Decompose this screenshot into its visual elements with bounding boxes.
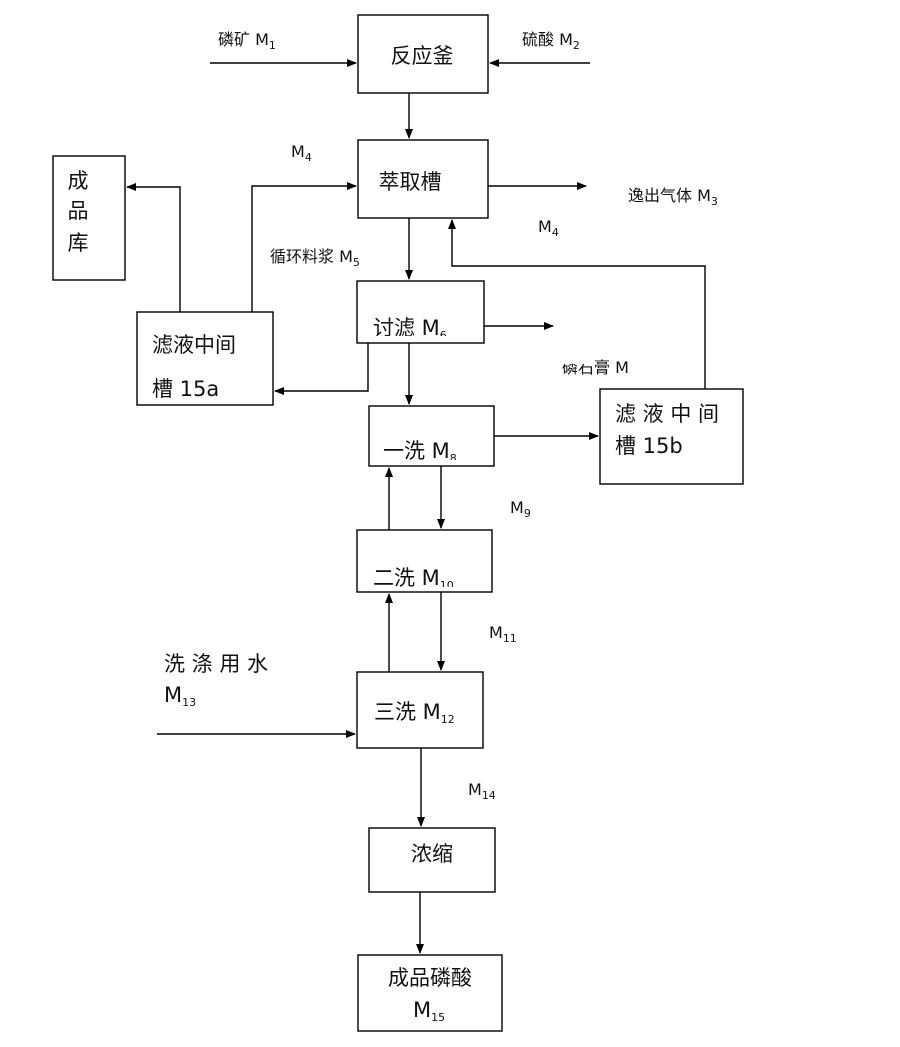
- m14-label: M14: [468, 780, 496, 802]
- m9-label-main: M: [510, 498, 524, 517]
- water-label-2-sub: 13: [182, 696, 196, 709]
- slurry-label-sub: 5: [353, 256, 360, 269]
- product-label-2: M15: [413, 998, 445, 1024]
- m11-label-main: M: [489, 623, 503, 642]
- rock-label-main: 磷矿 M: [218, 30, 269, 49]
- acid-label: 硫酸 M2: [522, 30, 580, 52]
- slurry-label: 循环料浆 M5: [270, 247, 360, 269]
- tank-b-label-1: 滤 液 中 间: [615, 402, 719, 426]
- svg-text:一洗 M8: 一洗 M8: [383, 439, 457, 465]
- svg-text:M4: M4: [291, 142, 312, 164]
- reactor-box: [357, 14, 489, 94]
- m14-label-sub: 14: [482, 789, 496, 802]
- gas-label-main: 逸出气体 M: [628, 186, 711, 205]
- svg-text:M11: M11: [489, 623, 517, 645]
- warehouse-label-1: 成: [68, 169, 89, 193]
- wash1-label-main: 一洗 M: [383, 439, 450, 463]
- water-label-2: M13: [164, 683, 196, 709]
- rock-label-sub: 1: [269, 39, 276, 52]
- m4-right-label-sub: 4: [552, 226, 559, 239]
- wash2-text-clip: [360, 587, 488, 591]
- tank-b-box: [599, 388, 744, 485]
- wash2-box: [356, 529, 493, 593]
- warehouse-box: [52, 155, 126, 281]
- gas-label-sub: 3: [711, 195, 718, 208]
- water-label-1: 洗 涤 用 水: [164, 652, 268, 676]
- wash1-label-sub: 8: [450, 452, 457, 465]
- m9-label-sub: 9: [524, 507, 531, 520]
- svg-text:三洗 M12: 三洗 M12: [374, 700, 455, 726]
- product-label-2-sub: 15: [431, 1011, 445, 1024]
- filter-label-sub: 6: [440, 329, 447, 342]
- svg-text:M13: M13: [164, 683, 196, 709]
- svg-text:逸出气体 M3: 逸出气体 M3: [628, 186, 718, 208]
- wash1-text-clip: [372, 460, 490, 465]
- wash1-box: [368, 405, 495, 467]
- rock-label: 磷矿 M1: [218, 30, 276, 52]
- arrow-filter-tank-a: [274, 343, 369, 395]
- wash3-label-main: 三洗 M: [374, 700, 441, 724]
- filter-text-clip: [360, 336, 480, 342]
- tank-b-label-2: 槽 15b: [615, 434, 683, 458]
- reactor-label: 反应釜: [391, 44, 454, 68]
- water-label-2-main: M: [164, 683, 182, 707]
- svg-text:磷矿 M1: 磷矿 M1: [218, 30, 276, 52]
- wash1-label: 一洗 M8: [383, 439, 457, 465]
- svg-text:硫酸 M2: 硫酸 M2: [522, 30, 580, 52]
- m4-top-label: M4: [291, 142, 312, 164]
- tank-a-box: [136, 311, 274, 406]
- wash3-box: [356, 671, 484, 749]
- arrow-tank-b-extraction: [448, 219, 706, 389]
- product-label-1: 成品磷酸: [388, 966, 472, 990]
- wash2-label-main: 二洗 M: [373, 566, 440, 590]
- product-box: [357, 954, 503, 1032]
- warehouse-label-3: 库: [68, 231, 89, 255]
- m14-label-main: M: [468, 780, 482, 799]
- gas-label: 逸出气体 M3: [628, 186, 718, 208]
- arrow-tank-a-warehouse: [126, 183, 181, 312]
- svg-text:M15: M15: [413, 998, 445, 1024]
- svg-text:M4: M4: [538, 217, 559, 239]
- m4-right-label: M4: [538, 217, 559, 239]
- m9-label: M9: [510, 498, 531, 520]
- extraction-box: [357, 139, 489, 219]
- arrow-tank-a-extraction: [251, 182, 357, 312]
- tank-a-text-clip: [140, 398, 270, 404]
- slurry-label-main: 循环料浆 M: [270, 247, 353, 266]
- svg-text:M14: M14: [468, 780, 496, 802]
- m11-label-sub: 11: [503, 632, 517, 645]
- acid-label-main: 硫酸 M: [522, 30, 573, 49]
- wash3-label-sub: 12: [441, 713, 455, 726]
- svg-text:循环料浆 M5: 循环料浆 M5: [270, 247, 360, 269]
- warehouse-label-2: 品: [68, 199, 89, 223]
- tank-a-label-1: 滤液中间: [152, 333, 236, 357]
- concentrate-label: 浓缩: [411, 842, 453, 866]
- svg-text:M9: M9: [510, 498, 531, 520]
- m4-top-label-main: M: [291, 142, 305, 161]
- gypsum-text-clip: [555, 344, 595, 364]
- tank-a-label-2: 槽 15a: [152, 377, 219, 401]
- m4-right-label-main: M: [538, 217, 552, 236]
- extraction-label: 萃取槽: [379, 170, 442, 194]
- product-label-2-main: M: [413, 998, 431, 1022]
- concentrate-box: [368, 827, 496, 893]
- wash3-label: 三洗 M12: [374, 700, 455, 726]
- m4-top-label-sub: 4: [305, 151, 312, 164]
- m11-label: M11: [489, 623, 517, 645]
- acid-label-sub: 2: [573, 39, 580, 52]
- filter-box: [356, 280, 485, 344]
